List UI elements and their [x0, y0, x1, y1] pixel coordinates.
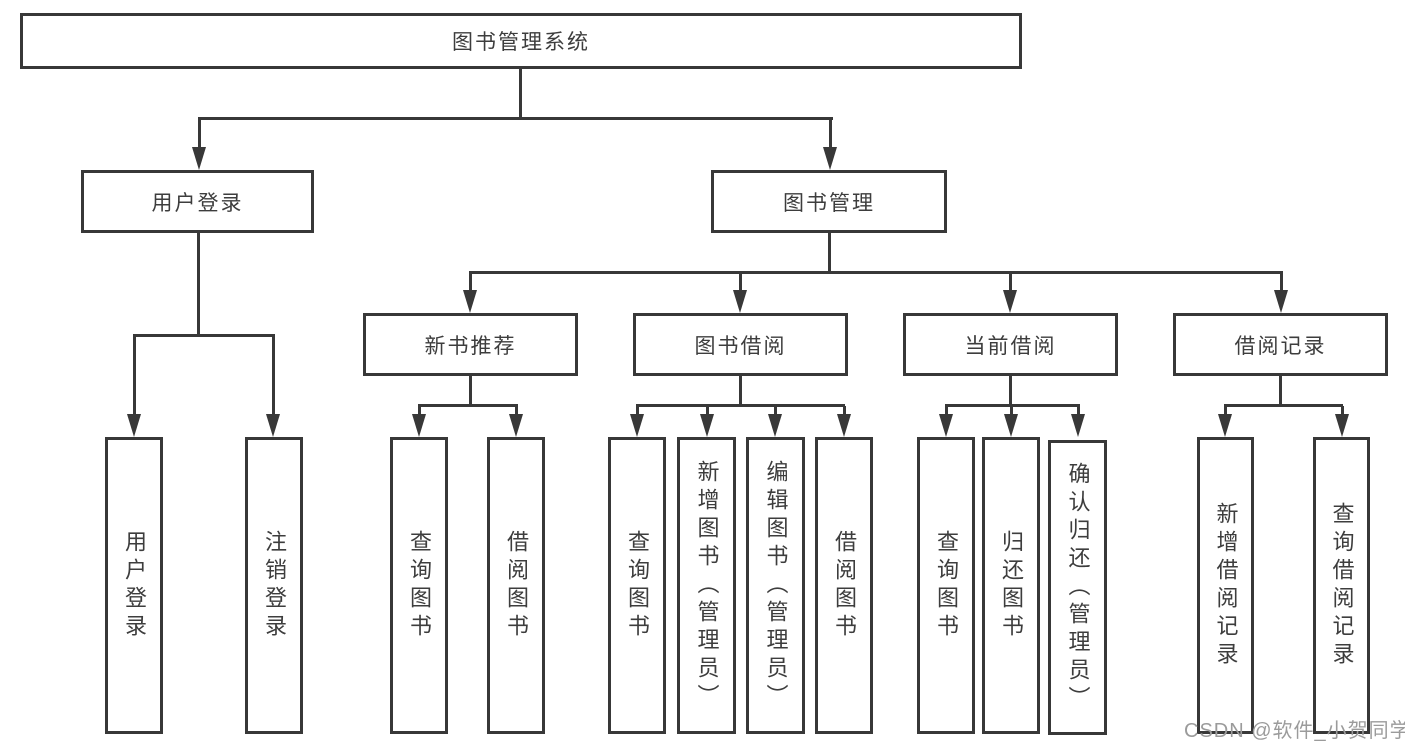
arrowhead [1274, 290, 1288, 313]
node-edit-books-admin: 编辑图书（管理员） [746, 437, 805, 734]
line [272, 336, 275, 415]
line [843, 406, 846, 416]
line [774, 406, 777, 416]
arrowhead [733, 290, 747, 313]
line [469, 271, 1283, 274]
arrowhead [1071, 414, 1085, 437]
arrowhead [700, 414, 714, 437]
line [829, 119, 832, 148]
line [1224, 406, 1227, 416]
line [828, 233, 831, 274]
node-book-management: 图书管理 [711, 170, 947, 233]
arrowhead [837, 414, 851, 437]
line [636, 406, 639, 416]
line [197, 233, 200, 337]
node-return-books: 归还图书 [982, 437, 1040, 734]
line [1010, 406, 1013, 416]
line [133, 334, 275, 337]
node-borrow-books-2: 借阅图书 [815, 437, 873, 734]
node-current-borrow: 当前借阅 [903, 313, 1118, 376]
line [515, 406, 518, 416]
arrowhead [412, 414, 426, 437]
arrowhead [266, 414, 280, 437]
arrowhead [127, 414, 141, 437]
line [636, 404, 845, 407]
node-query-borrow-record: 查询借阅记录 [1313, 437, 1370, 734]
line [469, 376, 472, 407]
line [1341, 406, 1344, 416]
line [945, 406, 948, 416]
node-borrow-books-1: 借阅图书 [487, 437, 545, 734]
node-add-borrow-record: 新增借阅记录 [1197, 437, 1254, 734]
arrowhead [463, 290, 477, 313]
arrowhead [1218, 414, 1232, 437]
node-user-login: 用户登录 [81, 170, 314, 233]
line [198, 117, 833, 120]
node-library-system: 图书管理系统 [20, 13, 1022, 69]
arrowhead [1004, 414, 1018, 437]
node-user-login-leaf: 用户登录 [105, 437, 163, 734]
arrowhead [192, 147, 206, 170]
node-query-books-3: 查询图书 [917, 437, 975, 734]
arrowhead [1335, 414, 1349, 437]
line [1009, 376, 1012, 407]
node-borrow-records: 借阅记录 [1173, 313, 1388, 376]
line [418, 404, 518, 407]
arrowhead [768, 414, 782, 437]
node-new-book-recommend: 新书推荐 [363, 313, 578, 376]
arrowhead [630, 414, 644, 437]
node-query-books-2: 查询图书 [608, 437, 666, 734]
line [418, 406, 421, 416]
line [133, 336, 136, 415]
node-logout-leaf: 注销登录 [245, 437, 303, 734]
line [519, 68, 522, 120]
arrowhead [823, 147, 837, 170]
line [198, 119, 201, 148]
arrowhead [1003, 290, 1017, 313]
arrowhead [939, 414, 953, 437]
arrowhead [509, 414, 523, 437]
line [945, 404, 1080, 407]
line [1280, 273, 1283, 292]
line [1279, 376, 1282, 407]
line [1077, 406, 1080, 416]
line [1224, 404, 1343, 407]
line [469, 273, 472, 292]
node-confirm-return-admin: 确认归还（管理员） [1048, 440, 1107, 735]
line [739, 376, 742, 407]
node-book-borrow: 图书借阅 [633, 313, 848, 376]
line [706, 406, 709, 416]
node-add-books-admin: 新增图书（管理员） [677, 437, 736, 734]
node-query-books-1: 查询图书 [390, 437, 448, 734]
line [1009, 273, 1012, 292]
csdn-watermark: CSDN @软件_小贺同学 [1184, 720, 1405, 742]
line [739, 273, 742, 292]
